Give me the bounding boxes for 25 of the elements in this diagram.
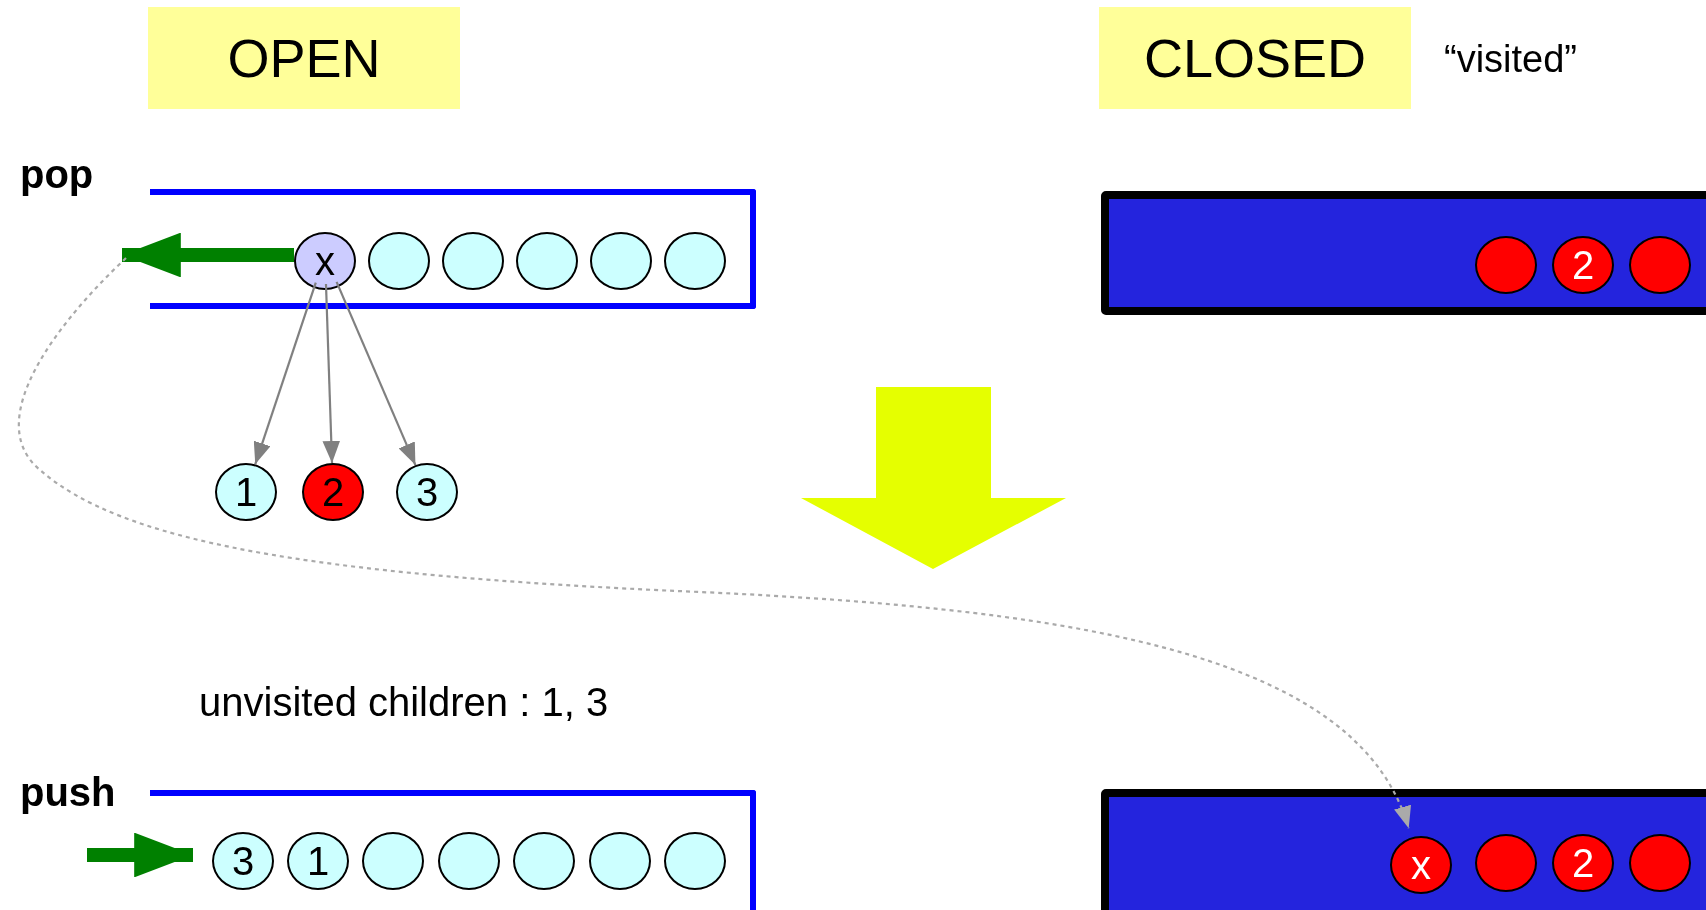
node-circle: x [1390,836,1452,894]
node-circle: 1 [215,463,277,521]
heading-box: OPEN [148,7,460,109]
queue-frame [150,790,756,910]
note-text: unvisited children : 1, 3 [199,680,609,725]
arrow [18,257,1410,829]
node-circle: 2 [302,463,364,521]
closed-list-bar [1101,789,1706,910]
arrow [253,282,317,465]
node-circle: 2 [1552,834,1614,892]
heading-box: CLOSED [1099,7,1411,109]
node-circle: 1 [287,832,349,890]
node-circle: x [294,232,356,290]
node-circle: 3 [396,463,458,521]
node-circle: 2 [1552,236,1614,294]
arrow [335,281,417,466]
block-arrow [122,232,294,278]
node-circle: 3 [212,832,274,890]
closed-list-bar [1101,191,1706,315]
arrow [322,283,341,464]
note-text: push [20,770,116,815]
block-arrow [87,832,193,878]
note-text: pop [20,152,94,197]
queue-frame [150,189,756,309]
side-note: “visited” [1444,38,1578,81]
